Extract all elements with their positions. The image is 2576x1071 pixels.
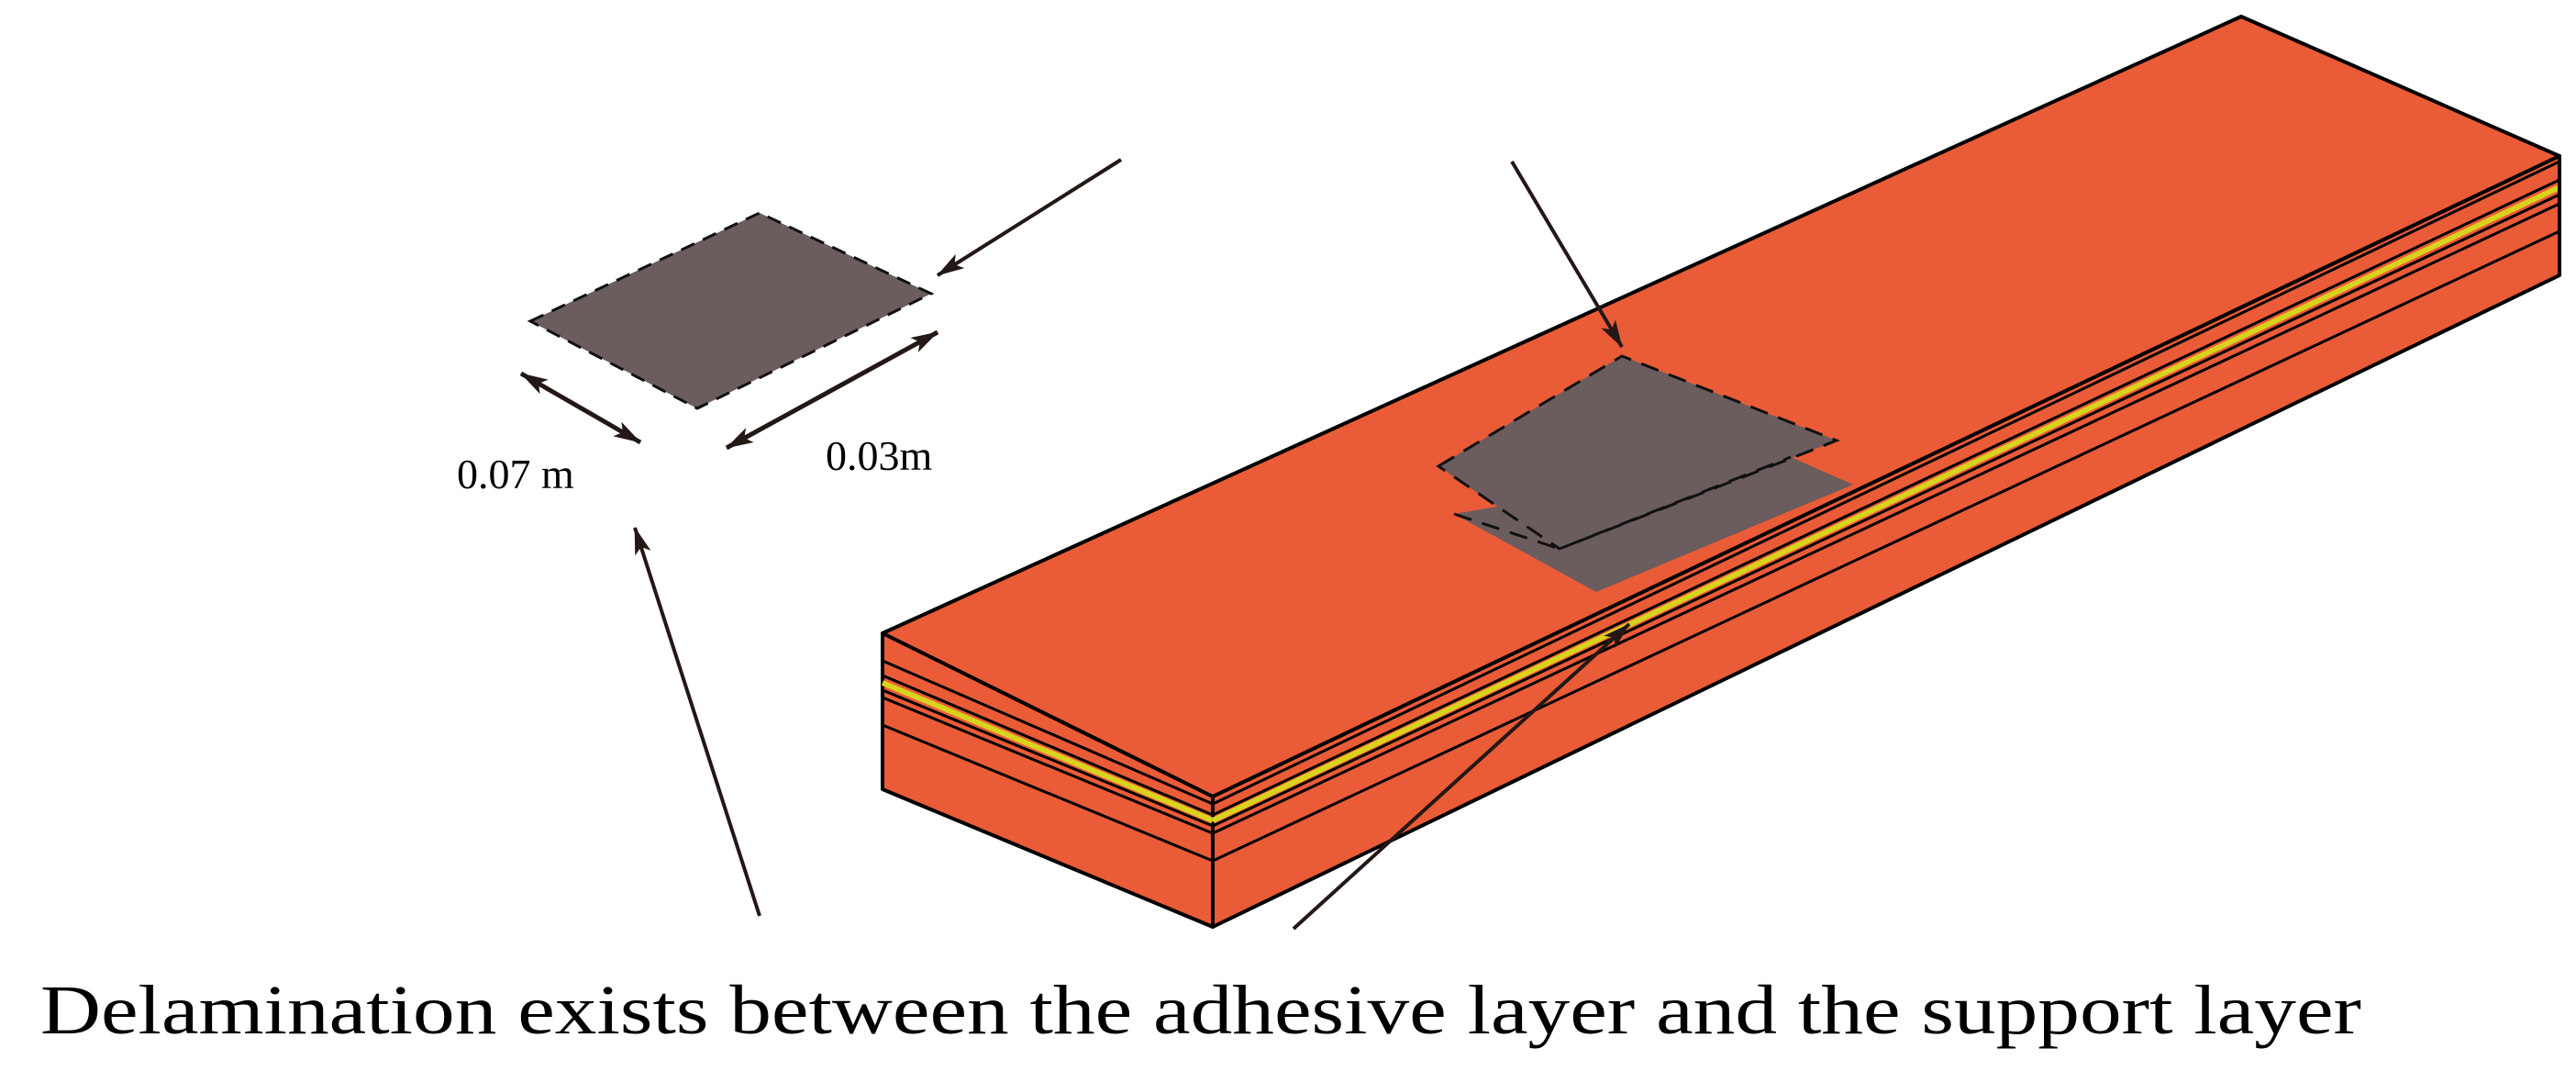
length-dimension-label: 0.03m — [826, 432, 933, 479]
delamination-upper-patch — [1436, 354, 1841, 551]
width-dimension-label: 0.07 m — [457, 451, 574, 497]
delamination-detail — [527, 211, 935, 410]
side-layer-lines — [1212, 160, 2560, 863]
delamination-on-beam — [1436, 354, 1853, 592]
caption-pointer-arrow-left — [633, 527, 761, 917]
dimension-arrows — [519, 329, 939, 451]
beam-top-pointer-arrow — [1510, 160, 1624, 349]
delamination-hidden-edges — [1453, 455, 1792, 551]
front-layer-lines — [882, 659, 1214, 863]
width-dimension-arrow — [519, 371, 642, 445]
pointer-arrows — [633, 158, 1631, 931]
caption-pointer-arrow-right — [1292, 622, 1631, 931]
detail-pointer-arrow — [936, 158, 1123, 277]
side-adhesive-layer — [1211, 184, 2561, 823]
front-adhesive-layer — [881, 680, 1215, 823]
caption-text: Delamination exists between the adhesive… — [40, 972, 2361, 1049]
delamination-detail-patch — [527, 211, 935, 410]
length-dimension-arrow — [725, 329, 939, 451]
delamination-lower-patch — [1454, 457, 1853, 592]
